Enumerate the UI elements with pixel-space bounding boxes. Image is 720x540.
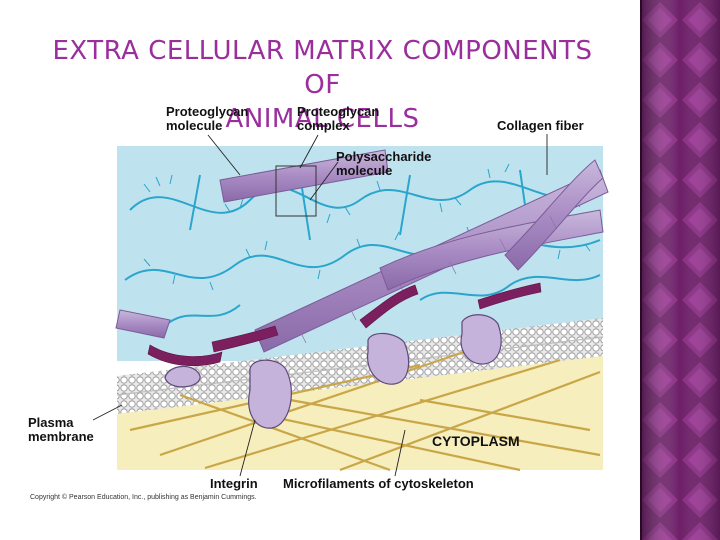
label-proteoglycan-molecule: Proteoglycan molecule	[166, 104, 249, 133]
label-integrin: Integrin	[210, 476, 258, 491]
label-polysaccharide-molecule: Polysaccharide molecule	[336, 149, 432, 178]
integrins	[164, 314, 502, 429]
label-collagen-fiber: Collagen fiber	[497, 118, 584, 133]
label-plasma-membrane: Plasma membrane	[28, 415, 94, 444]
slide-title: EXTRA CELLULAR MATRIX COMPONENTS OF ANIM…	[30, 34, 615, 136]
leader-lines	[92, 134, 548, 477]
label-cytoplasm: CYTOPLASM	[432, 433, 520, 449]
title-line-2: ANIMAL CELLS	[225, 104, 420, 134]
label-proteoglycan-complex: Proteoglycan complex	[297, 104, 380, 133]
label-microfilaments: Microfilaments of cytoskeleton	[283, 476, 474, 491]
ecm-illustration	[92, 134, 609, 477]
sidebar-divider	[640, 0, 642, 540]
copyright-note: Copyright © Pearson Education, Inc., pub…	[30, 494, 257, 501]
title-line-1: EXTRA CELLULAR MATRIX COMPONENTS OF	[52, 36, 593, 100]
fibronectin-links	[147, 282, 542, 367]
collagen-fibers	[115, 149, 609, 353]
cytoplasm-region	[117, 352, 603, 470]
decorative-sidebar	[640, 0, 720, 540]
proteoglycan-complex-box	[275, 165, 317, 217]
